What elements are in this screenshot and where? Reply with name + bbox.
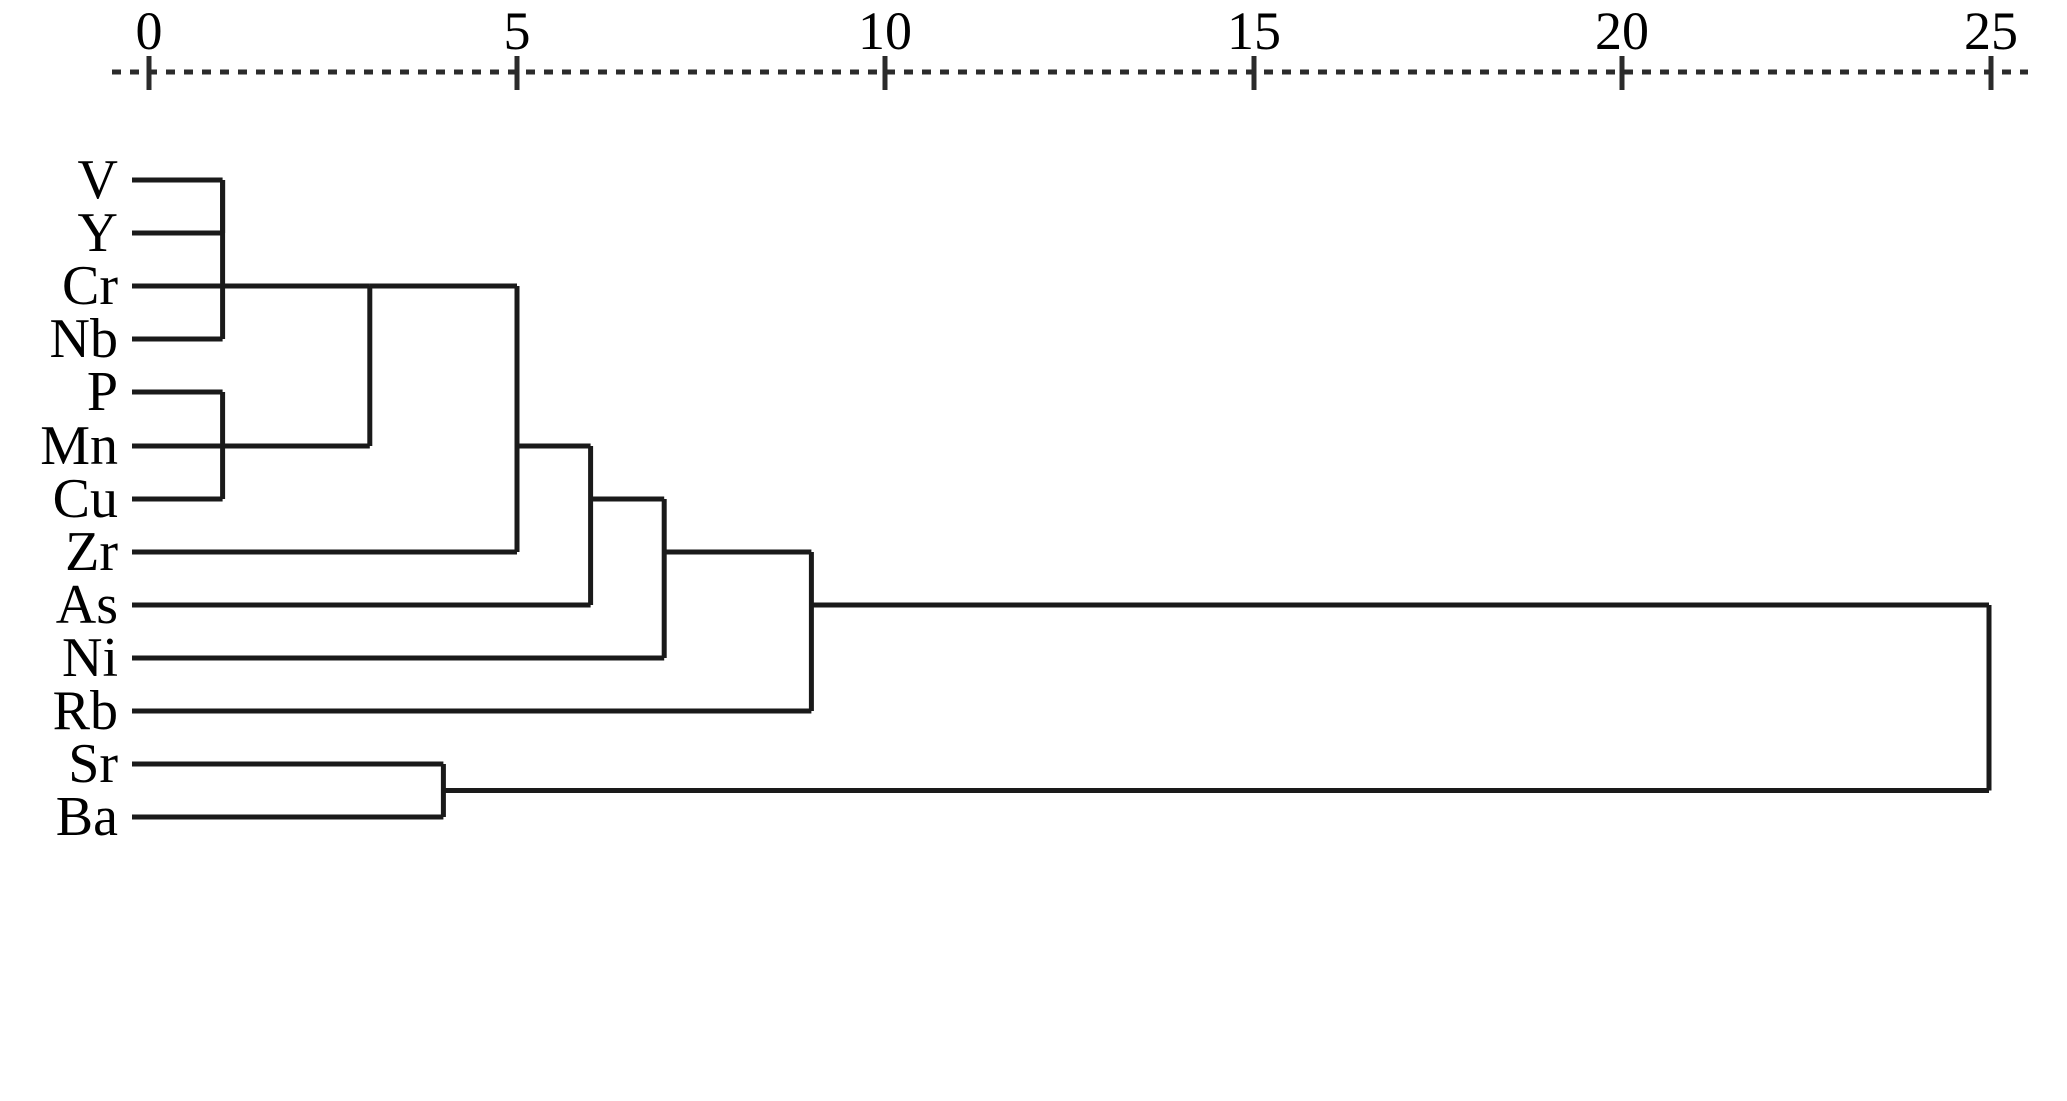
leaf-label-rb: Rb bbox=[52, 680, 118, 742]
leaf-label-zr: Zr bbox=[65, 521, 118, 583]
leaf-label-y: Y bbox=[77, 202, 118, 264]
leaf-label-p: P bbox=[86, 361, 118, 423]
leaf-label-cr: Cr bbox=[62, 255, 118, 317]
axis-tick-label-20: 20 bbox=[1595, 1, 1649, 61]
axis-tick-label-5: 5 bbox=[503, 1, 531, 61]
axis-tick-label-25: 25 bbox=[1964, 1, 2018, 61]
axis-tick-label-15: 15 bbox=[1227, 1, 1281, 61]
leaf-label-ni: Ni bbox=[62, 627, 118, 689]
leaf-label-v: V bbox=[77, 149, 118, 211]
leaf-label-ba: Ba bbox=[55, 786, 118, 848]
axis-tick-label-10: 10 bbox=[858, 1, 912, 61]
leaf-label-mn: Mn bbox=[40, 415, 118, 477]
leaf-label-nb: Nb bbox=[49, 308, 118, 370]
axis-group bbox=[112, 56, 2028, 90]
axis-tick-label-0: 0 bbox=[135, 1, 163, 61]
leaf-label-as: As bbox=[55, 574, 118, 636]
dendrogram-tree bbox=[132, 177, 1992, 820]
axis-ticks bbox=[146, 56, 1994, 90]
leaf-label-cu: Cu bbox=[52, 468, 118, 530]
leaf-label-sr: Sr bbox=[68, 733, 118, 795]
